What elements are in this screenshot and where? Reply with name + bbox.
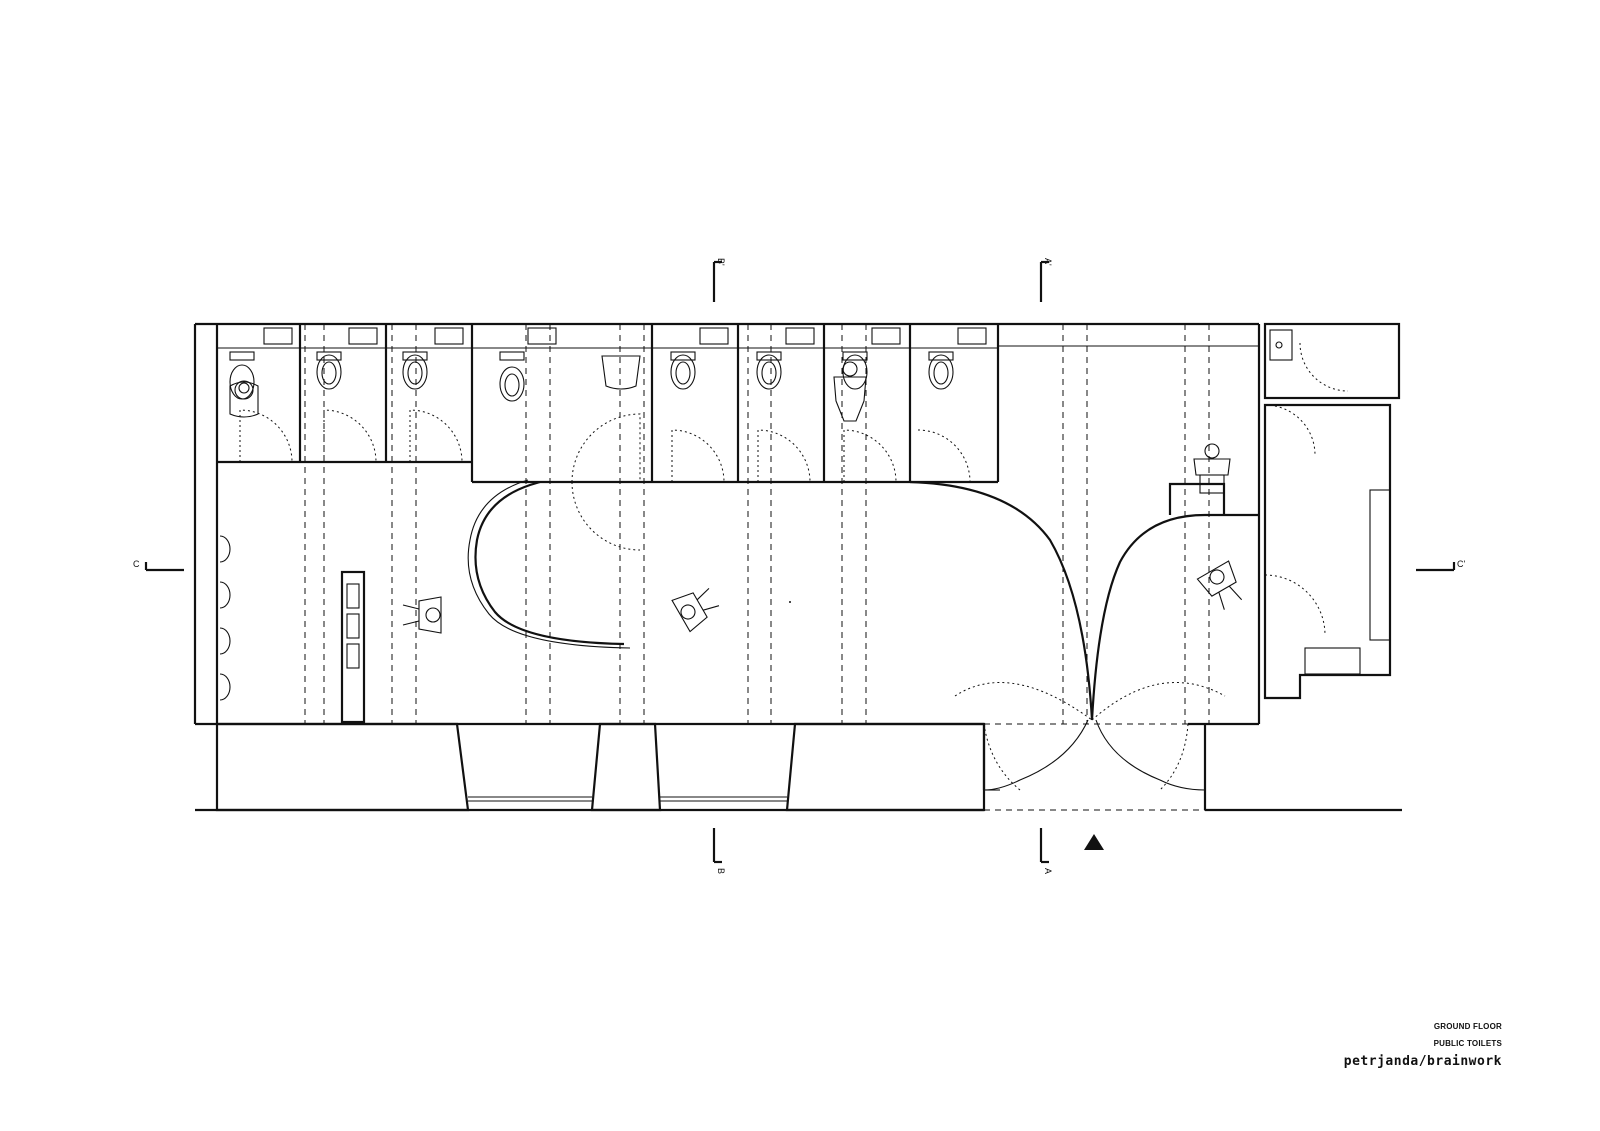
section-label-b-bottom: B [716,868,726,874]
title-block: GROUND FLOOR PUBLIC TOILETS petrjanda/br… [1344,1018,1502,1069]
door-swings [239,409,1226,791]
outer-walls [193,322,1402,812]
urinal-icon [219,535,231,701]
drawing-title: GROUND FLOOR [1433,1022,1502,1031]
toilet-icon [229,351,954,402]
ceiling-lines [304,324,1210,724]
section-marker-a: A' A [1039,258,1053,874]
facade-piers [215,722,986,812]
section-label-a-top: A' [1043,258,1053,266]
washbasin-icon [263,327,987,345]
drawing-subtitle: PUBLIC TOILETS [1433,1039,1502,1048]
section-label-b-top: B' [716,258,726,266]
washbasin-counter [340,570,366,724]
section-label-c-left: C [133,559,140,569]
service-rooms [1263,322,1401,700]
section-label-a-bottom: A [1043,868,1053,874]
entrance-arrow-icon [1084,834,1104,850]
section-marker-c: C C' [133,559,1465,572]
brand-logo: petrjanda/brainwork [1343,1054,1502,1069]
section-marker-b: B' B [712,258,726,874]
section-label-c-right: C' [1457,559,1465,569]
cubicle-row [217,324,1259,484]
person-icon [229,361,1243,634]
curved-partitions [467,479,1259,791]
